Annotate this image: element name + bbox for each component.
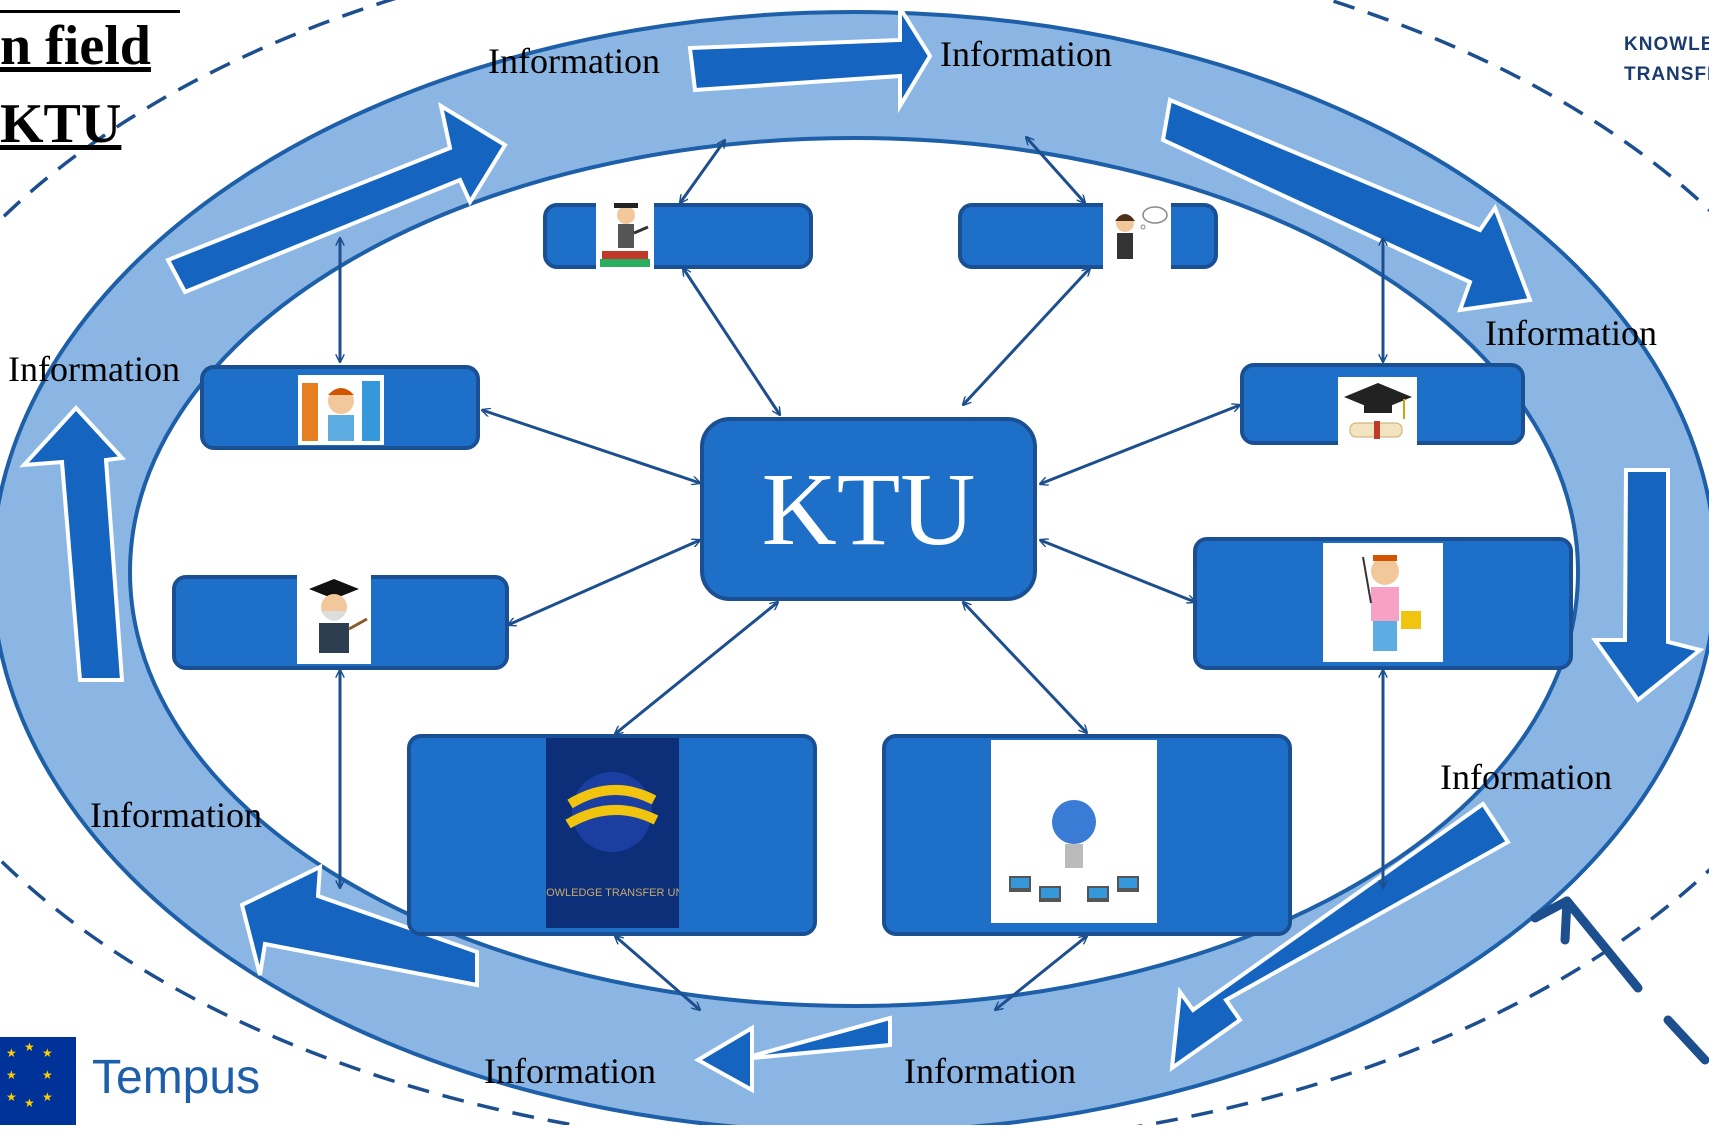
- svg-text:★: ★: [6, 1046, 17, 1060]
- flow-arrow-right: [1591, 468, 1705, 703]
- connector: [508, 540, 700, 625]
- connector: [963, 602, 1087, 733]
- student-with-books-icon: [298, 375, 384, 445]
- svg-text:★: ★: [42, 1090, 53, 1104]
- flow-arrow-bottom: [693, 1015, 892, 1094]
- connector: [615, 602, 778, 734]
- svg-text:★: ★: [24, 1040, 35, 1054]
- flow-arrow-top-right: [1160, 97, 1533, 313]
- connector: [963, 268, 1090, 405]
- svg-text:★: ★: [42, 1046, 53, 1060]
- connector: [680, 140, 725, 203]
- connector: [482, 410, 700, 483]
- professor-icon: [297, 575, 371, 664]
- connectors: [340, 137, 1383, 1010]
- title-rule: [0, 10, 180, 13]
- information-label-top-right: Information: [940, 34, 1112, 74]
- svg-text:★: ★: [24, 1096, 35, 1110]
- flow-arrow-bottom-left: [239, 863, 479, 988]
- information-label-bottom-right: Information: [1440, 757, 1612, 797]
- graduate-with-books-icon: [596, 193, 654, 269]
- svg-text:★: ★: [42, 1068, 53, 1082]
- ktu-center-label: KTU: [761, 451, 976, 567]
- information-label-bottom-left: Information: [90, 795, 262, 835]
- information-label-top-left: Information: [488, 41, 660, 81]
- diagram-title-line1: n field: [0, 15, 151, 77]
- information-label-bottom-center-left: Information: [484, 1051, 656, 1091]
- computer-network-icon: [991, 740, 1157, 923]
- connector: [1026, 137, 1085, 203]
- node-student-books: [543, 203, 813, 269]
- eu-flag-icon: ★ ★ ★ ★ ★ ★ ★ ★: [0, 1037, 76, 1125]
- flow-arrow-left: [19, 405, 127, 682]
- flow-arrow-bottom-right: [1169, 801, 1511, 1073]
- knowledge-transfer-unit-logo: KNOWLEDGE TRANSFER UNIT: [546, 738, 679, 928]
- information-label-bottom-center-right: Information: [904, 1051, 1076, 1091]
- connector: [683, 268, 780, 415]
- ktu-center-node: KTU: [700, 417, 1037, 601]
- information-label-left: Information: [8, 349, 180, 389]
- brand-text: KNOWLE TRANSFEI: [1624, 30, 1709, 90]
- tempus-logo-text: Tempus: [92, 1051, 261, 1104]
- connector: [1040, 540, 1195, 602]
- node-thinking-student: [958, 203, 1218, 269]
- flow-arrow-top: [687, 1, 933, 114]
- information-ring: [0, 10, 1709, 1125]
- brand-line2: TRANSFEI: [1624, 64, 1709, 85]
- flow-arrow-top-left: [165, 101, 508, 295]
- connector: [615, 936, 700, 1010]
- y-arrow-mark: [1530, 896, 1709, 1065]
- teacher-with-pointer-icon: [1323, 543, 1443, 662]
- diagram-title-line2: KTU: [0, 93, 122, 155]
- thinking-student-icon: [1103, 203, 1171, 271]
- svg-text:★: ★: [6, 1068, 17, 1082]
- svg-text:★: ★: [6, 1090, 17, 1104]
- connector: [1040, 405, 1240, 484]
- brand-line1: KNOWLE: [1624, 34, 1709, 55]
- connector: [995, 936, 1087, 1010]
- flow-arrows: [19, 1, 1705, 1094]
- information-label-right: Information: [1485, 313, 1657, 353]
- ktu-logo-text: KNOWLEDGE TRANSFER UNIT: [546, 887, 679, 899]
- graduation-cap-icon: [1338, 377, 1417, 451]
